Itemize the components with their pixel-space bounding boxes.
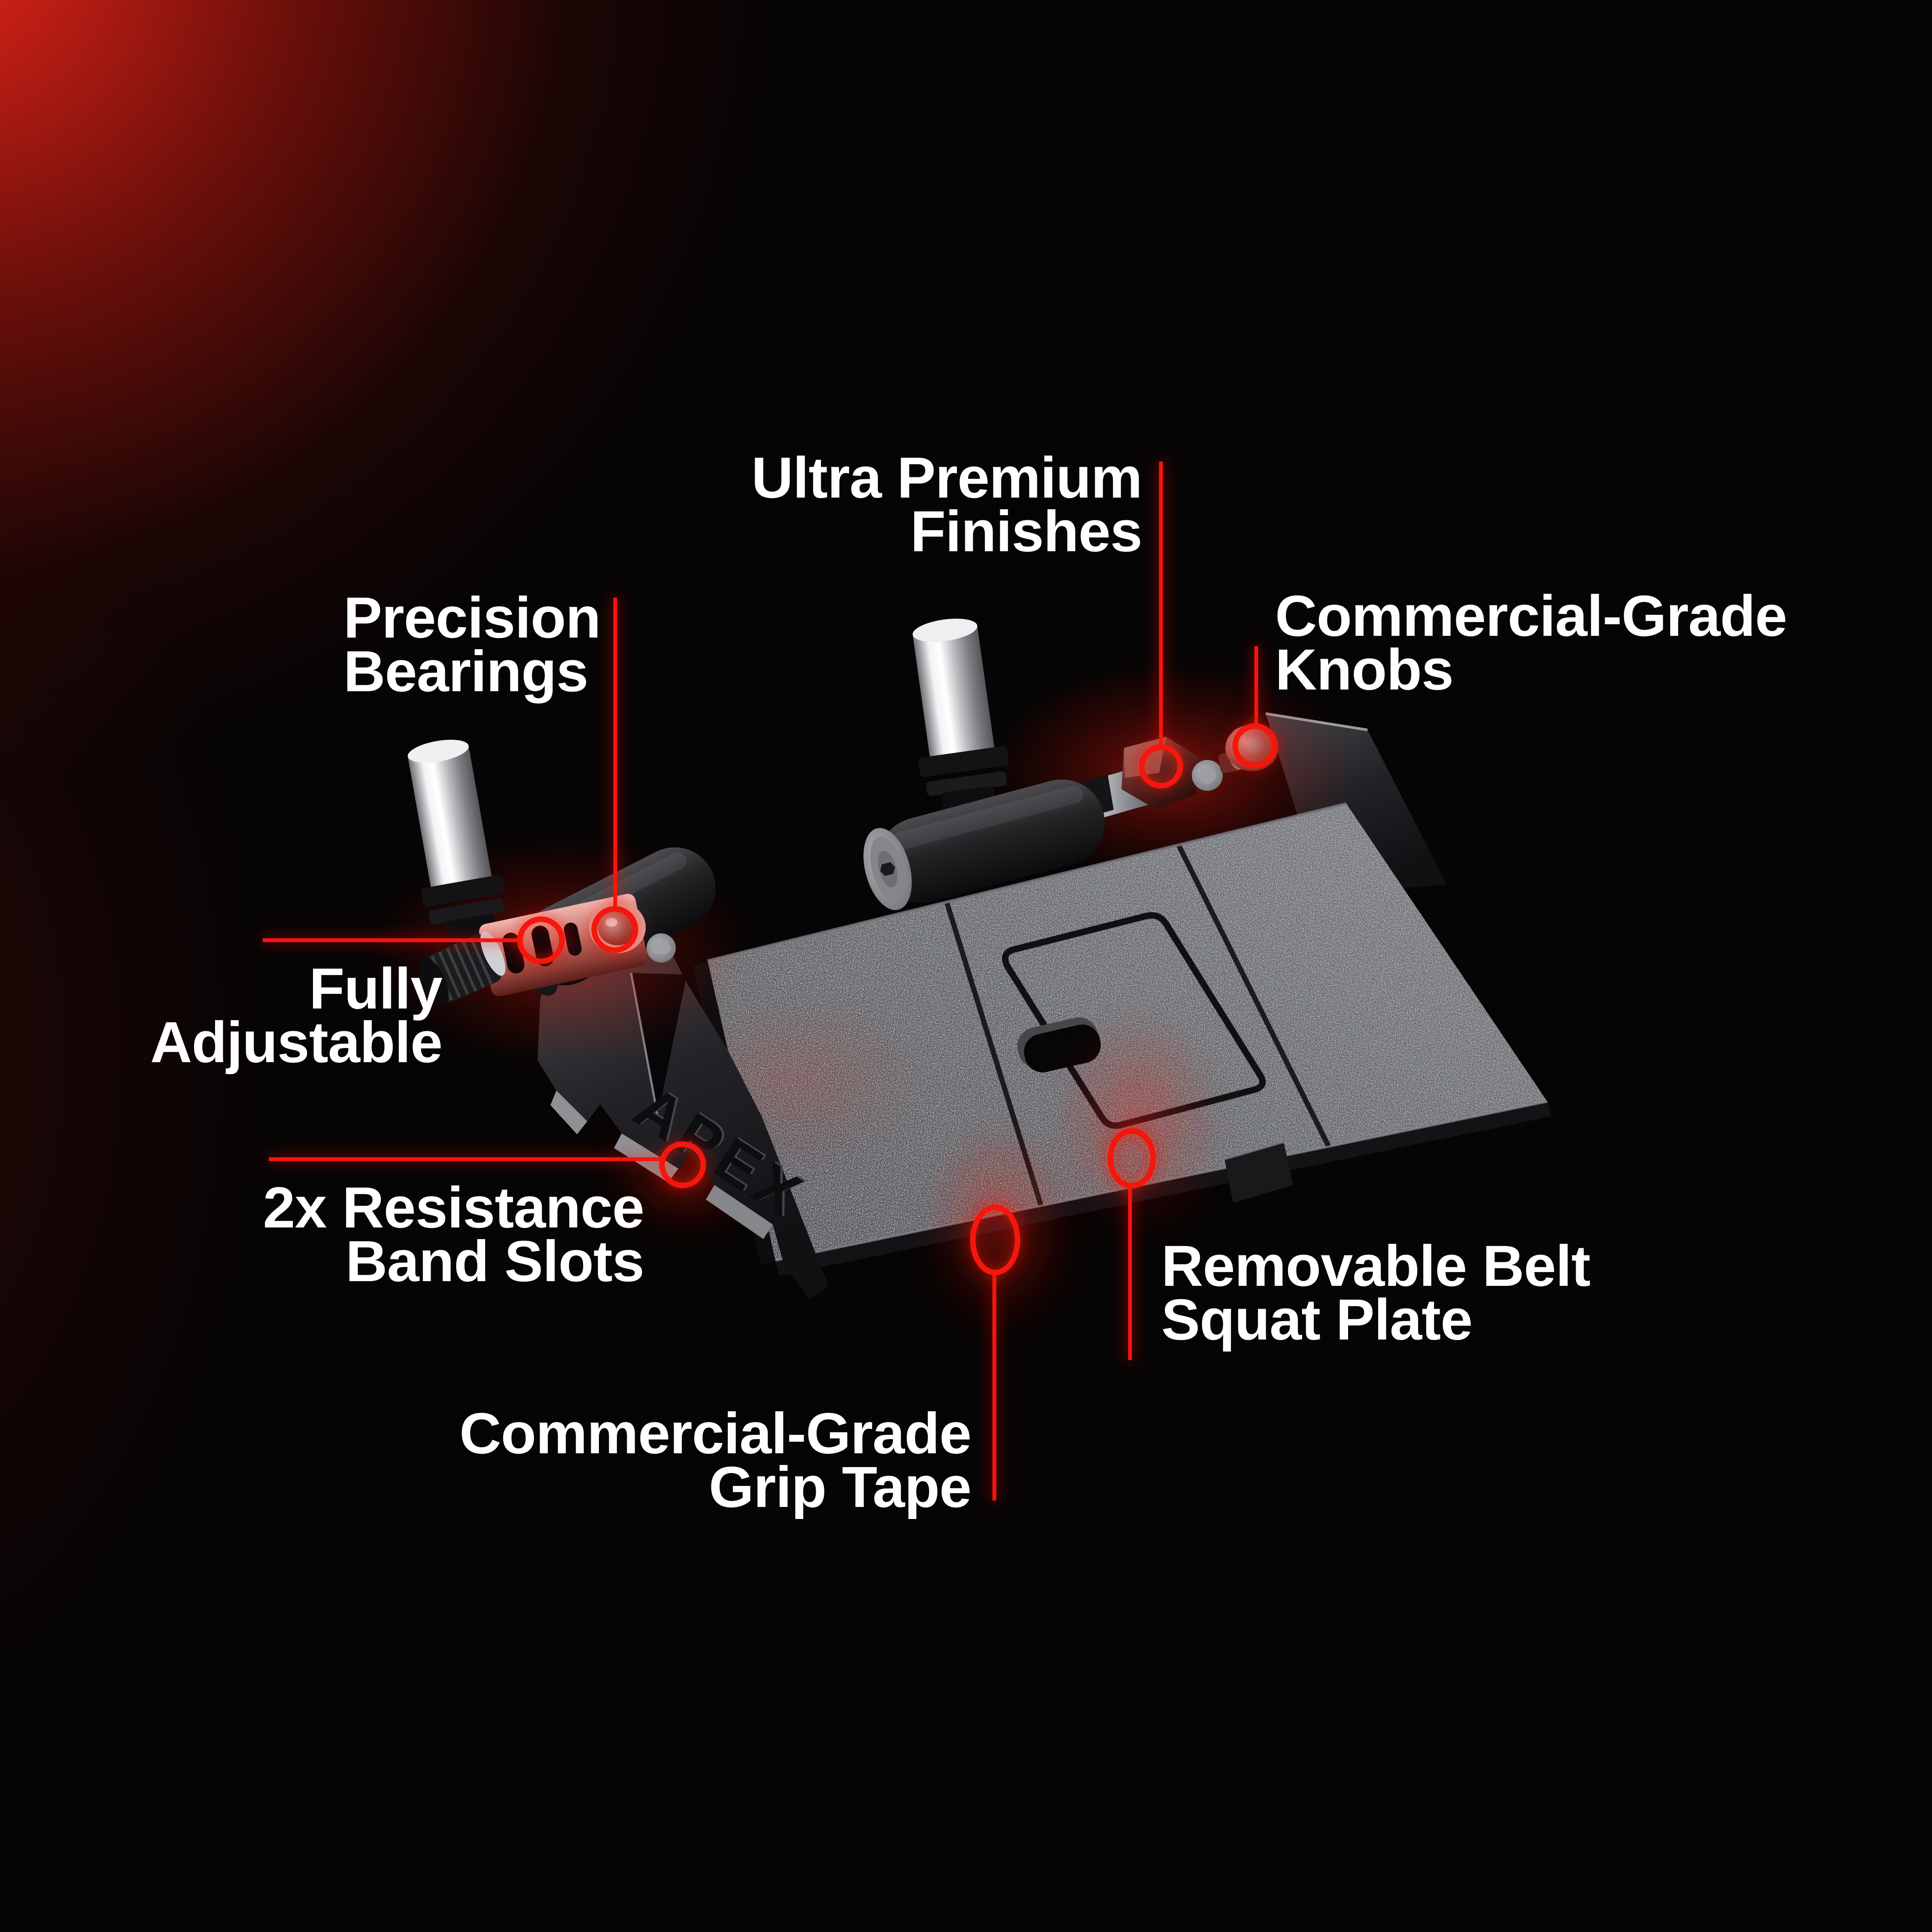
knob-end	[419, 957, 449, 1006]
label-precision-bearings: Precision Bearings	[343, 589, 601, 700]
grip-tape-highlight-glow	[919, 1116, 1082, 1340]
callout-circle-precision-bearings	[591, 906, 638, 953]
callout-overlays	[263, 462, 1278, 1501]
left-band-peg	[407, 739, 504, 946]
left-peg-shaft	[408, 744, 492, 894]
callout-circle-commercial-grade-knobs	[1232, 723, 1278, 769]
label-line: Grip Tape	[708, 1455, 972, 1519]
right-peg-shaft	[913, 624, 996, 769]
knob-chrome-collar	[480, 931, 506, 976]
left-peg-top	[407, 739, 469, 763]
right-plate-foot	[1224, 1142, 1293, 1203]
knurled-knob-group	[419, 931, 506, 1006]
chrome-pin-head	[1199, 767, 1216, 784]
label-fully-adjustable: Fully Adjustable	[150, 960, 443, 1071]
right-roller-highlight	[891, 786, 1083, 851]
right-roller-pad	[863, 779, 1105, 910]
label-line: Finishes	[910, 499, 1142, 564]
left-peg-collar-ring	[428, 898, 504, 925]
callout-circle-ultra-premium-finishes	[1139, 744, 1183, 789]
removable-plate-outline	[1002, 912, 1266, 1129]
right-peg-collar-ring	[926, 771, 1007, 796]
left-hex-bolt-head	[651, 942, 671, 954]
label-line: Precision	[343, 585, 601, 650]
right-peg-top	[912, 618, 978, 642]
left-foot-facet-3	[706, 1185, 773, 1239]
label-line: Fully	[309, 956, 443, 1021]
label-resistance-band-slots: 2x Resistance Band Slots	[263, 1179, 644, 1290]
label-line: Commercial-Grade	[459, 1401, 972, 1466]
label-line: Ultra Premium	[751, 445, 1142, 510]
left-peg-collar	[421, 875, 504, 907]
right-roller-hex-bolt	[880, 862, 895, 876]
squat-plate-highlight-glow	[1048, 1005, 1228, 1245]
bracket-slot-2	[532, 925, 554, 966]
right-plate-foot-highlight	[1224, 1141, 1284, 1160]
label-removable-belt-squat-plate: Removable Belt Squat Plate	[1161, 1237, 1591, 1349]
deck-back-edge	[707, 802, 1347, 963]
right-roller-foam	[878, 779, 1105, 903]
label-line: 2x Resistance	[263, 1175, 644, 1240]
bracket-slot-3	[564, 922, 582, 956]
label-line: Squat Plate	[1161, 1287, 1473, 1352]
callout-circle-fully-adjustable	[517, 916, 565, 964]
bearing-highlight	[605, 918, 617, 927]
label-ultra-premium-finishes: Ultra Premium Finishes	[751, 449, 1142, 560]
right-peg-collar	[918, 746, 1009, 777]
label-line: Commercial-Grade	[1275, 583, 1787, 648]
right-band-peg	[912, 618, 1009, 817]
label-line: Removable Belt	[1161, 1233, 1591, 1298]
label-line: Knobs	[1275, 637, 1454, 702]
left-foot-facet-1	[550, 1091, 587, 1134]
bearing-cover	[598, 909, 637, 945]
label-commercial-grade-grip-tape: Commercial-Grade Grip Tape	[459, 1404, 972, 1516]
label-line: Adjustable	[150, 1010, 443, 1075]
label-commercial-grade-knobs: Commercial-Grade Knobs	[1275, 587, 1787, 699]
deck-seam-right	[1176, 844, 1331, 1148]
label-line: Bearings	[343, 639, 589, 704]
callout-circle-resistance-band-slots	[659, 1141, 706, 1188]
label-line: Band Slots	[345, 1229, 644, 1294]
